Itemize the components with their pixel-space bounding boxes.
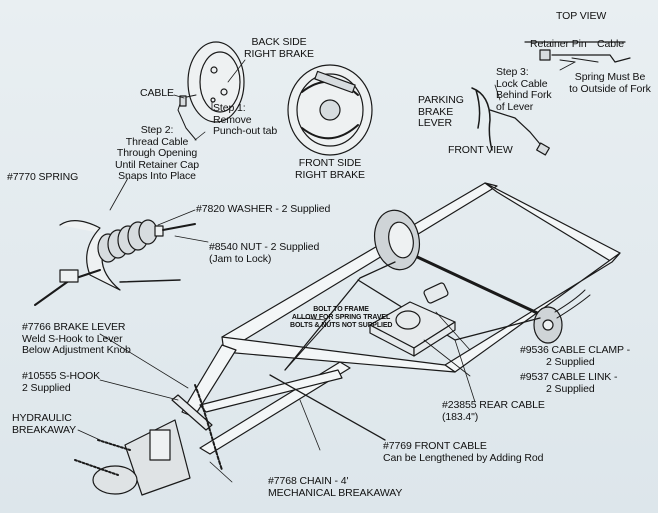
brake-lever-7766-label: #7766 BRAKE LEVER Weld S-Hook to Lever B… [22, 321, 131, 356]
trailer-frame [181, 182, 621, 455]
spring-detail [34, 219, 196, 306]
leader-lines [77, 59, 576, 483]
cable-clamp-assembly [369, 282, 456, 357]
coupler [92, 419, 191, 496]
leaf-spring [554, 289, 591, 319]
step1-label: Step 1: Remove Punch-out tab [213, 102, 278, 137]
top-view-label: TOP VIEW [556, 10, 607, 22]
front-cable-7769-label: #7769 FRONT CABLE Can be Lengthened by A… [383, 440, 544, 464]
retainer-pin-label: Retainer Pin [530, 38, 587, 50]
spring-7770-label: #7770 SPRING [7, 171, 79, 183]
back-side-brake [187, 41, 245, 123]
cable-label: CABLE [140, 87, 174, 99]
front-cable [269, 374, 386, 441]
step2-label: Step 2: Thread Cable Through Opening Unt… [115, 124, 199, 182]
right-wheel [533, 306, 563, 344]
chain [194, 384, 223, 471]
cable-mid [284, 319, 331, 371]
front-side-brake [287, 64, 373, 156]
rear-cable-23855-label: #23855 REAR CABLE (183.4") [442, 399, 545, 423]
cable-top-label: Cable [597, 38, 624, 50]
parking-brake-lever [471, 87, 493, 151]
left-wheel [373, 209, 421, 271]
front-side-right-brake-label: FRONT SIDE RIGHT BRAKE [295, 157, 365, 181]
cable-link-9537-label: #9537 CABLE LINK - 2 Supplied [520, 371, 618, 395]
front-view-label: FRONT VIEW [448, 144, 513, 156]
chain-7768-label: #7768 CHAIN - 4' MECHANICAL BREAKAWAY [268, 475, 403, 499]
s-hook-10555-label: #10555 S-HOOK 2 Supplied [22, 370, 101, 394]
brake-lever [171, 394, 213, 431]
step3-label: Step 3: Lock Cable Behind Fork of Lever [496, 66, 552, 113]
axle [396, 246, 550, 320]
bolt-to-frame-note: BOLT TO FRAME ALLOW FOR SPRING TRAVEL BO… [290, 306, 393, 329]
hydraulic-breakaway-label: HYDRAULIC BREAKAWAY [12, 412, 77, 436]
cable-clamp-9536-label: #9536 CABLE CLAMP - 2 Supplied [520, 344, 630, 368]
spring-outside-label: Spring Must Be to Outside of Fork [569, 71, 651, 95]
parking-brake-lever-label: PARKING BRAKE LEVER [418, 94, 464, 129]
top-view-assembly [524, 41, 631, 63]
washer-7820-label: #7820 WASHER - 2 Supplied [196, 203, 331, 215]
nut-8540-label: #8540 NUT - 2 Supplied (Jam to Lock) [209, 241, 320, 265]
back-side-right-brake-label: BACK SIDE RIGHT BRAKE [244, 36, 314, 60]
